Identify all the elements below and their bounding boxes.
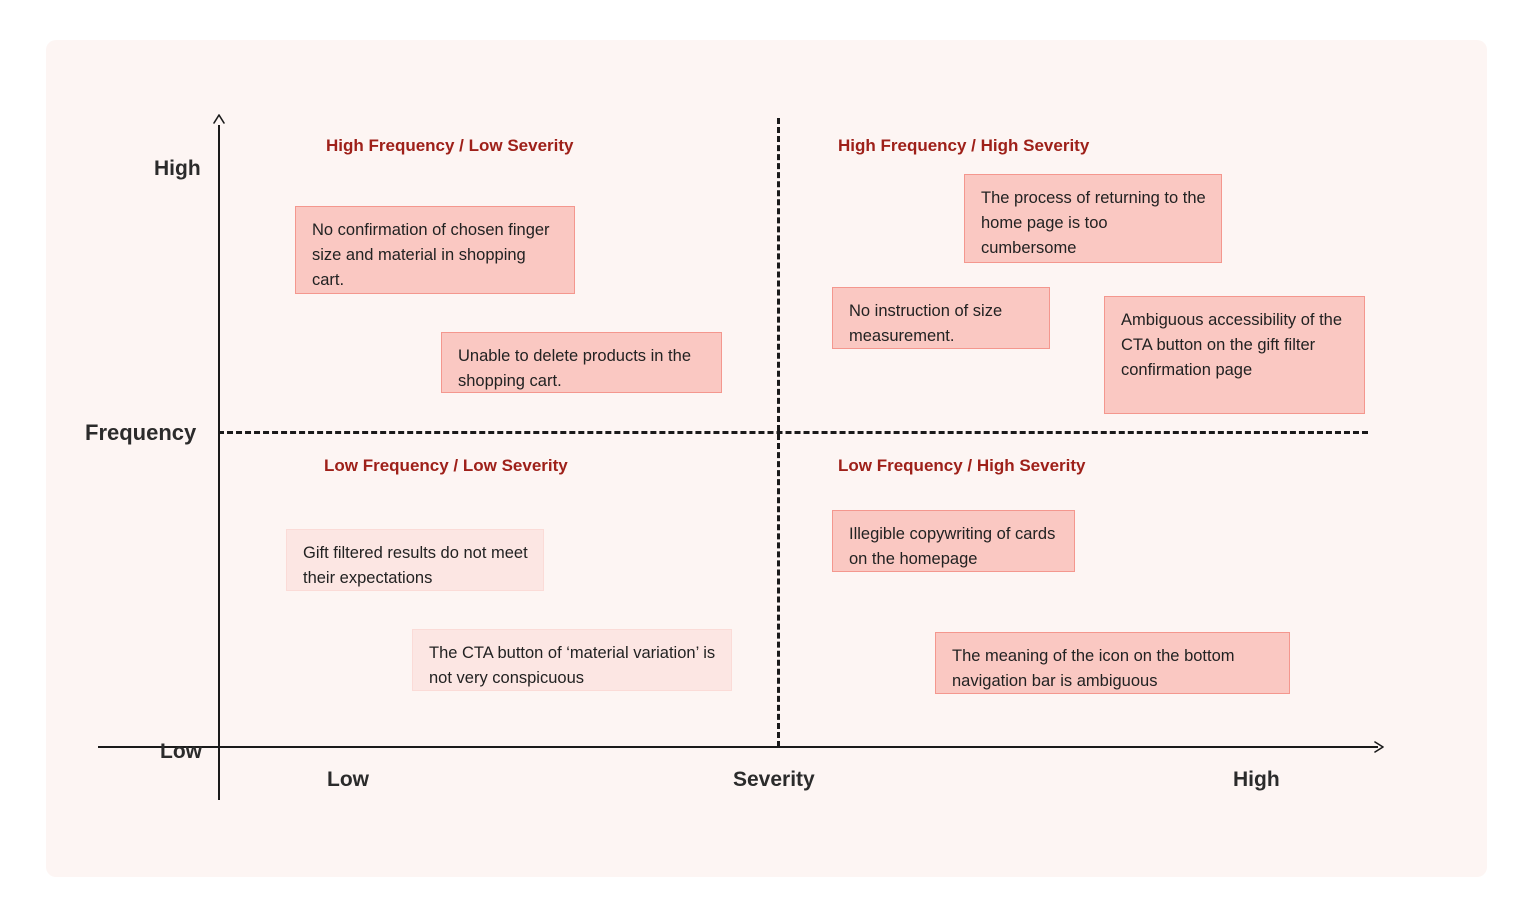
quadrant-divider-vertical: [777, 118, 780, 747]
note-card[interactable]: No confirmation of chosen finger size an…: [295, 206, 575, 294]
quadrant-title-high-frequency-high-severity: High Frequency / High Severity: [838, 136, 1090, 155]
x-axis-line: [98, 746, 1378, 748]
y-axis-line: [218, 125, 220, 800]
x-axis-title: Severity: [733, 768, 815, 791]
y-axis-label-high: High: [154, 157, 201, 180]
quadrant-title-high-frequency-low-severity: High Frequency / Low Severity: [326, 136, 574, 155]
x-axis-label-high: High: [1233, 768, 1280, 791]
y-axis-title: Frequency: [85, 420, 197, 445]
note-card[interactable]: The CTA button of ‘material variation’ i…: [412, 629, 732, 691]
note-card[interactable]: Ambiguous accessibility of the CTA butto…: [1104, 296, 1365, 414]
note-card[interactable]: The process of returning to the home pag…: [964, 174, 1222, 263]
note-card[interactable]: The meaning of the icon on the bottom na…: [935, 632, 1290, 694]
quadrant-divider-horizontal: [218, 431, 1368, 434]
note-card[interactable]: Gift filtered results do not meet their …: [286, 529, 544, 591]
note-card[interactable]: No instruction of size measurement.: [832, 287, 1050, 349]
quadrant-title-low-frequency-high-severity: Low Frequency / High Severity: [838, 456, 1086, 475]
matrix-canvas: Frequency High Low Severity Low High Hig…: [46, 40, 1487, 877]
note-card[interactable]: Illegible copywriting of cards on the ho…: [832, 510, 1075, 572]
note-card[interactable]: Unable to delete products in the shoppin…: [441, 332, 722, 393]
y-axis-label-low: Low: [160, 740, 202, 763]
x-axis-arrow-icon: [1374, 741, 1384, 753]
y-axis-arrow-icon: [213, 114, 225, 124]
x-axis-label-low: Low: [327, 768, 369, 791]
quadrant-title-low-frequency-low-severity: Low Frequency / Low Severity: [324, 456, 568, 475]
